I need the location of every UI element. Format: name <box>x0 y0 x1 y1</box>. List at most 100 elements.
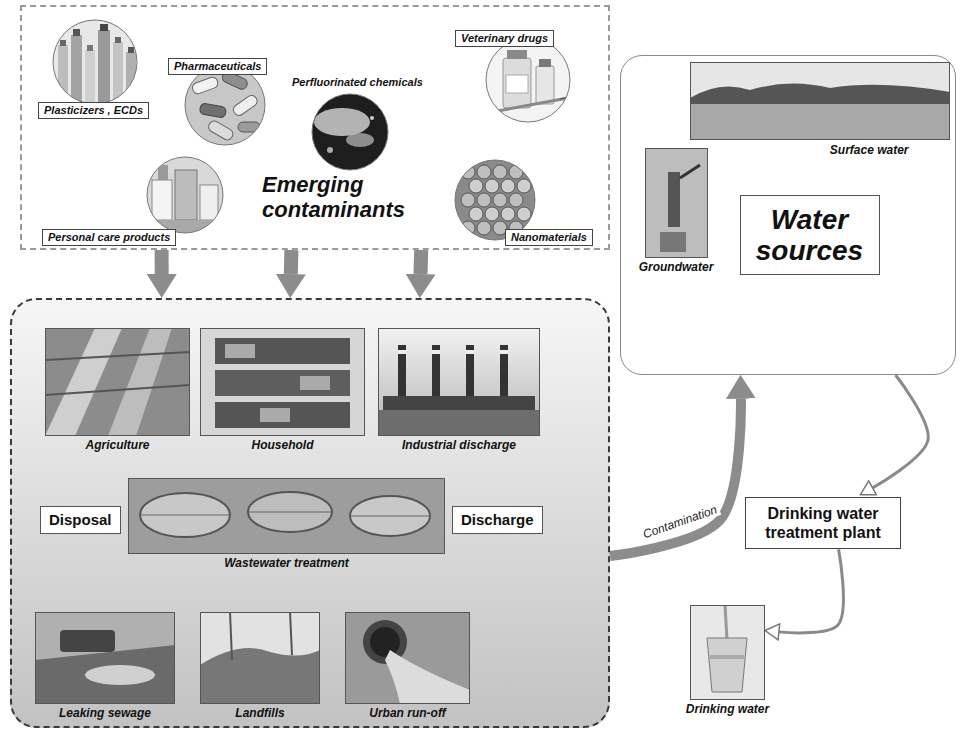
runoff-photo <box>370 627 400 657</box>
household-photo <box>215 402 350 428</box>
perfluorinated-photo <box>327 147 333 153</box>
nanomaterial-photo <box>477 193 491 207</box>
agriculture-photo <box>45 328 122 436</box>
text-slot: Surface water <box>830 143 909 157</box>
perfluorinated-photo <box>314 108 370 136</box>
text-slot: Plasticizers , ECDs <box>44 104 143 117</box>
veterinary-photo <box>486 38 570 122</box>
pharmaceutical-photo <box>238 122 260 132</box>
nanomaterial-photo <box>455 160 535 240</box>
nanomaterial-photo <box>493 165 507 179</box>
source-group: AgricultureHouseholdIndustrial discharge… <box>10 298 610 728</box>
nanomaterial-photo <box>501 179 515 193</box>
household-photo <box>215 370 350 396</box>
veterinary-photo <box>492 98 568 112</box>
plasticizer-photo <box>53 20 137 104</box>
process-box: Drinking water treatment plant <box>745 497 901 549</box>
plasticizer-photo <box>85 50 95 105</box>
drinking-water-photo <box>710 655 744 659</box>
plasticizer-photo <box>115 37 121 43</box>
veterinary-photo <box>503 58 531 108</box>
sewage-photo <box>35 612 175 704</box>
text-slot: Emerging contaminants <box>262 172 427 223</box>
nanomaterial-photo <box>477 221 491 235</box>
personal-care-photo <box>147 157 225 235</box>
industrial-photo <box>383 396 535 410</box>
household-photo <box>225 344 255 358</box>
household-photo <box>215 338 350 364</box>
contaminant-group: Plasticizers , ECDs Pharmaceuticals Veteri… <box>20 5 610 250</box>
contaminant-tag: Nanomaterials <box>505 229 593 246</box>
pharmaceutical-photo <box>231 93 259 117</box>
process-arrow <box>779 549 844 632</box>
contaminant-tag: Veterinary drugs <box>455 30 554 47</box>
source-photo: Urban run-off <box>345 612 470 704</box>
plasticizer-photo <box>53 20 137 104</box>
nanomaterial-photo <box>509 193 523 207</box>
sources-ground <box>10 298 610 728</box>
nanomaterial-photo <box>477 165 491 179</box>
text-slot: Contamination <box>638 502 721 543</box>
contaminant-tag: Personal care products <box>42 229 176 246</box>
text-slot: Nanomaterials <box>511 231 587 244</box>
text-slot: Perfluorinated chemicals <box>292 76 423 89</box>
nanomaterial-photo <box>455 160 535 240</box>
tag-text: Nanomaterials <box>511 231 587 244</box>
household-photo <box>200 328 365 436</box>
wastewater-photo <box>128 478 445 554</box>
tag-text: Plasticizers , ECDs <box>44 104 143 117</box>
industrial-photo <box>378 410 540 436</box>
personal-care-photo <box>147 157 225 235</box>
box-text: Drinking water treatment plant <box>754 504 892 542</box>
household-photo <box>260 408 290 422</box>
text-slot: Veterinary drugs <box>461 32 548 45</box>
plasticizer-photo <box>113 42 123 105</box>
industrial-photo <box>466 350 474 354</box>
agriculture-photo <box>108 328 172 436</box>
text-slot: Urban run-off <box>369 706 445 720</box>
agriculture-photo <box>45 328 190 436</box>
plasticizer-photo <box>73 29 80 36</box>
flow-arrow <box>155 250 169 274</box>
plasticizer-photo <box>53 20 137 105</box>
group-heading: Emerging contaminants <box>262 172 427 223</box>
contaminant-label: Perfluorinated chemicals <box>292 76 423 89</box>
wastewater-photo <box>248 492 332 532</box>
surface-water-photo <box>690 62 950 140</box>
text-slot: Groundwater <box>639 260 714 274</box>
nanomaterial-photo <box>517 207 531 221</box>
text-slot: Discharge <box>452 506 543 534</box>
industrial-photo <box>432 350 440 354</box>
source-photo: Leaking sewage <box>35 612 175 704</box>
pharmaceutical-photo <box>185 65 265 145</box>
flow-arrow <box>284 250 299 274</box>
photo-caption: Drinking water <box>686 702 769 716</box>
photo-caption: Landfills <box>235 706 284 720</box>
sewage-photo <box>60 630 115 652</box>
nanomaterial-photo <box>501 207 515 221</box>
contaminant-tag: Plasticizers , ECDs <box>38 102 149 119</box>
drinking-water-photo <box>690 605 765 700</box>
connector-group <box>162 250 929 633</box>
tag-text: Pharmaceuticals <box>174 60 261 73</box>
veterinary-photo <box>486 38 570 122</box>
sewage-photo <box>35 645 175 704</box>
perfluorinated-photo <box>312 94 388 170</box>
runoff-photo <box>385 650 470 704</box>
industrial-photo <box>466 345 474 400</box>
water-panel-ground <box>620 55 956 375</box>
text-slot: Wastewater treatment <box>224 556 349 570</box>
text-slot: Household <box>252 438 314 452</box>
runoff-photo <box>345 612 470 704</box>
drinking-water-photo <box>690 605 765 700</box>
veterinary-photo <box>536 66 554 104</box>
photo-caption: Agriculture <box>85 438 149 452</box>
personal-care-photo <box>175 170 197 220</box>
plasticizer-photo <box>126 52 136 105</box>
industrial-photo <box>378 328 540 436</box>
perfluorinated-photo <box>312 94 388 170</box>
text-slot: Landfills <box>235 706 284 720</box>
pharmaceutical-photo <box>199 103 227 118</box>
